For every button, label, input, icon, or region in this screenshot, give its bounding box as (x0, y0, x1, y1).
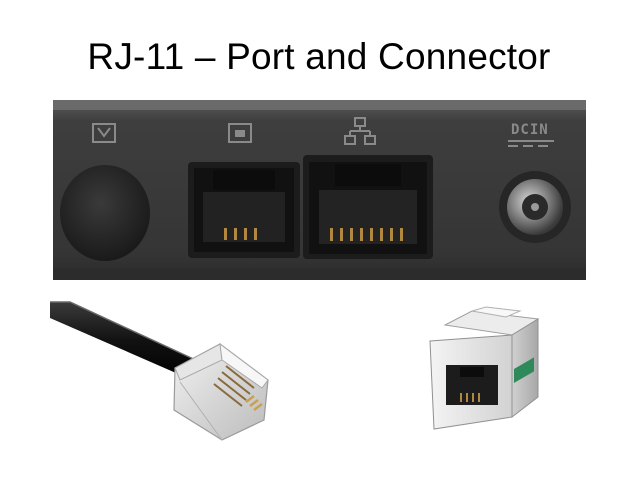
rj45-port (303, 155, 433, 259)
network-icon (344, 117, 376, 145)
router-back-panel-photo: DCIN (53, 100, 586, 280)
dc-power-jack (499, 171, 571, 243)
slide-title: RJ-11 – Port and Connector (87, 36, 551, 77)
rj11-plug-body (173, 342, 269, 441)
dcin-label: DCIN (508, 122, 554, 147)
rj11-keystone-jack-photo (410, 305, 560, 445)
phone-icon (228, 123, 252, 143)
dsl-port-cover (60, 165, 150, 261)
jack-opening (446, 365, 498, 405)
dsl-icon (92, 123, 116, 143)
rj11-port (188, 162, 300, 258)
rj11-plug-photo (50, 300, 280, 470)
svg-text:DCIN: DCIN (511, 122, 549, 138)
